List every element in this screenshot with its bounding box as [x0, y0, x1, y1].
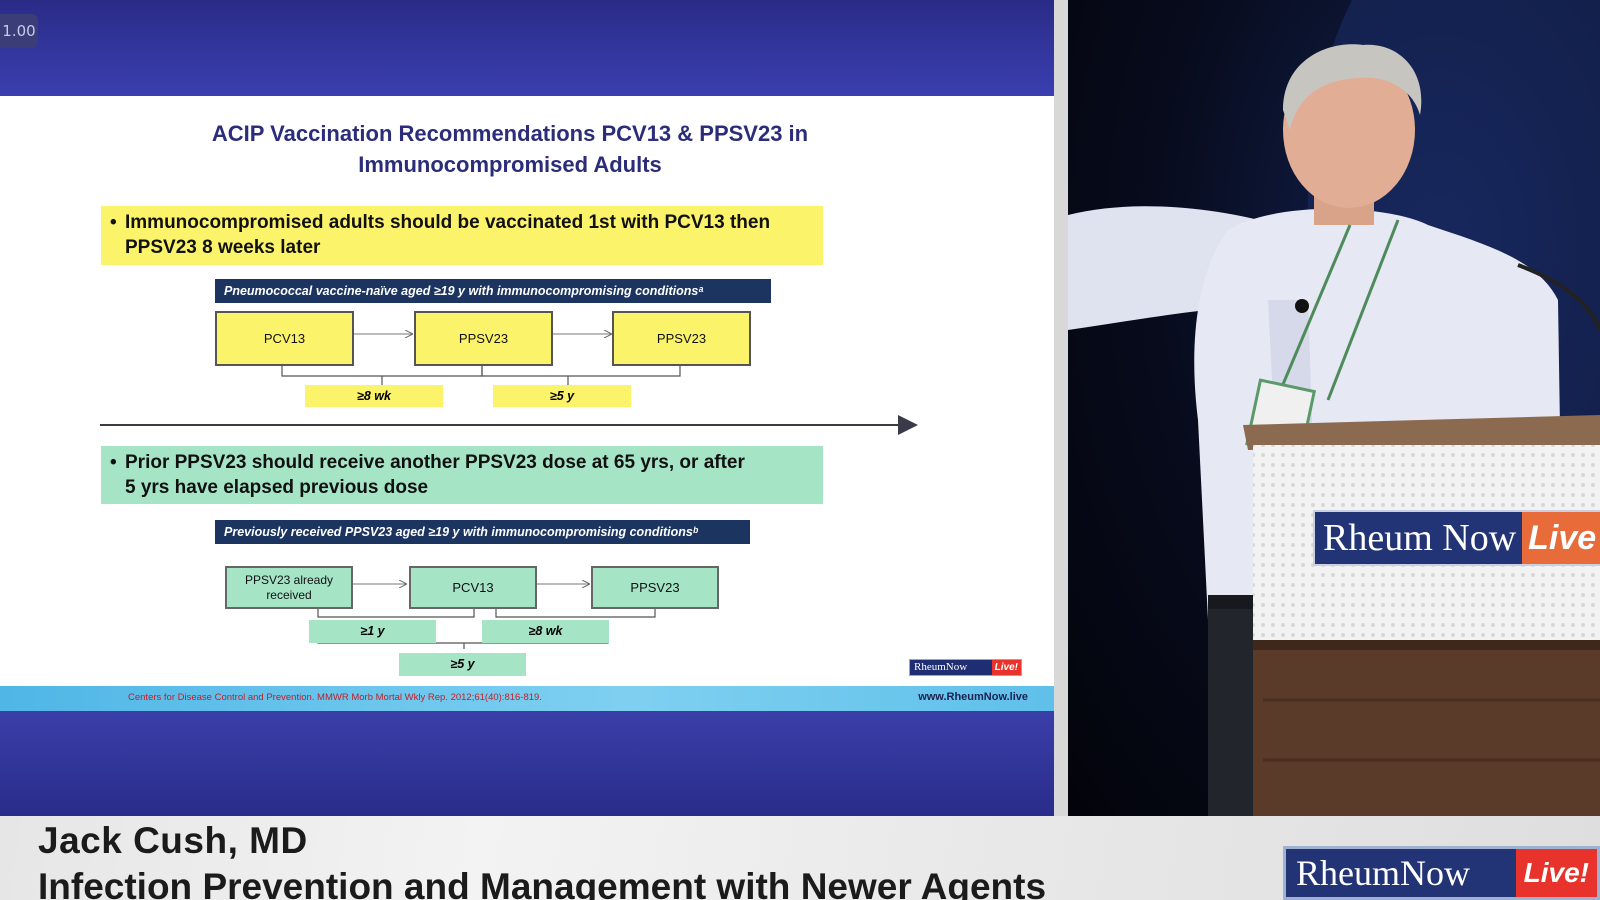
speaker-name: Jack Cush, MD — [38, 820, 308, 861]
presentation-slide: 1.00 ACIP Vaccination Recommendations PC… — [0, 0, 1054, 816]
bullet-2-line-1: Prior PPSV23 should receive another PPSV… — [125, 452, 745, 473]
slide-logo-text: RheumNow — [914, 661, 968, 673]
slide-title-line-2: Immunocompromised Adults — [358, 152, 662, 177]
slide-website: www.RheumNow.live — [918, 691, 1028, 703]
flow-connectors — [100, 96, 918, 649]
slide-logo-live: Live! — [991, 660, 1021, 675]
flow-2-box-1-line-2: received — [266, 587, 312, 602]
slide-rheumnow-logo: RheumNow Live! — [909, 659, 1022, 676]
slide-title: ACIP Vaccination Recommendations PCV13 &… — [120, 118, 900, 180]
slide-citation: Centers for Disease Control and Preventi… — [128, 692, 542, 703]
flow-1-label: Pneumococcal vaccine-naïve aged ≥19 y wi… — [215, 279, 771, 303]
flow-1-box-pcv13: PCV13 — [215, 311, 354, 366]
flow-2-box-ppsv23: PPSV23 — [591, 566, 719, 609]
speaker-illustration — [1068, 0, 1600, 816]
flow-1-interval-5y: ≥5 y — [493, 385, 631, 407]
flow-2-box-ppsv23-received: PPSV23 already received — [225, 566, 353, 609]
logo-live-badge: Live! — [1515, 849, 1597, 897]
slide-title-line-1: ACIP Vaccination Recommendations PCV13 &… — [211, 121, 809, 146]
bullet-1-line-2: PPSV23 8 weeks later — [125, 237, 321, 258]
slide-header-band — [0, 0, 1054, 96]
flow-1-box-ppsv23-second: PPSV23 — [612, 311, 751, 366]
slide-footer: Centers for Disease Control and Preventi… — [0, 686, 1054, 711]
flow-1-interval-8wk: ≥8 wk — [305, 385, 443, 407]
flow-2-interval-8wk: ≥8 wk — [482, 620, 609, 643]
panel-divider — [1054, 0, 1068, 816]
rheumnow-live-logo: RheumNow Live! — [1283, 846, 1600, 900]
lower-third-caption: Jack Cush, MD Infection Prevention and M… — [0, 816, 1600, 900]
flow-2-interval-1y: ≥1 y — [309, 620, 436, 643]
logo-text: RheumNow — [1296, 853, 1470, 893]
podium-logo-text: Rheum Now — [1323, 517, 1517, 559]
flow-2-box-1-line-1: PPSV23 already — [244, 572, 334, 587]
talk-title: Infection Prevention and Management with… — [38, 866, 1047, 900]
bullet-point-2: • Prior PPSV23 should receive another PP… — [101, 446, 823, 504]
flow-1-box-ppsv23-first: PPSV23 — [414, 311, 553, 366]
flow-2-box-pcv13: PCV13 — [409, 566, 537, 609]
slide-footer-band — [0, 711, 1054, 816]
podium-logo-live: Live — [1522, 512, 1600, 564]
flow-2-label: Previously received PPSV23 aged ≥19 y wi… — [215, 520, 750, 544]
podium-logo: Rheum Now Live — [1313, 510, 1600, 566]
zoom-level-indicator[interactable]: 1.00 — [0, 14, 38, 48]
bullet-1-line-1: Immunocompromised adults should be vacci… — [125, 212, 771, 233]
bullet-icon: • — [110, 212, 117, 233]
bullet-point-1: • Immunocompromised adults should be vac… — [101, 206, 823, 265]
bullet-icon: • — [110, 452, 117, 473]
flow-2-interval-5y: ≥5 y — [399, 653, 526, 676]
bullet-2-line-2: 5 yrs have elapsed previous dose — [125, 477, 429, 498]
speaker-video: Rheum Now Live — [1068, 0, 1600, 816]
slide-content: ACIP Vaccination Recommendations PCV13 &… — [0, 96, 1054, 686]
